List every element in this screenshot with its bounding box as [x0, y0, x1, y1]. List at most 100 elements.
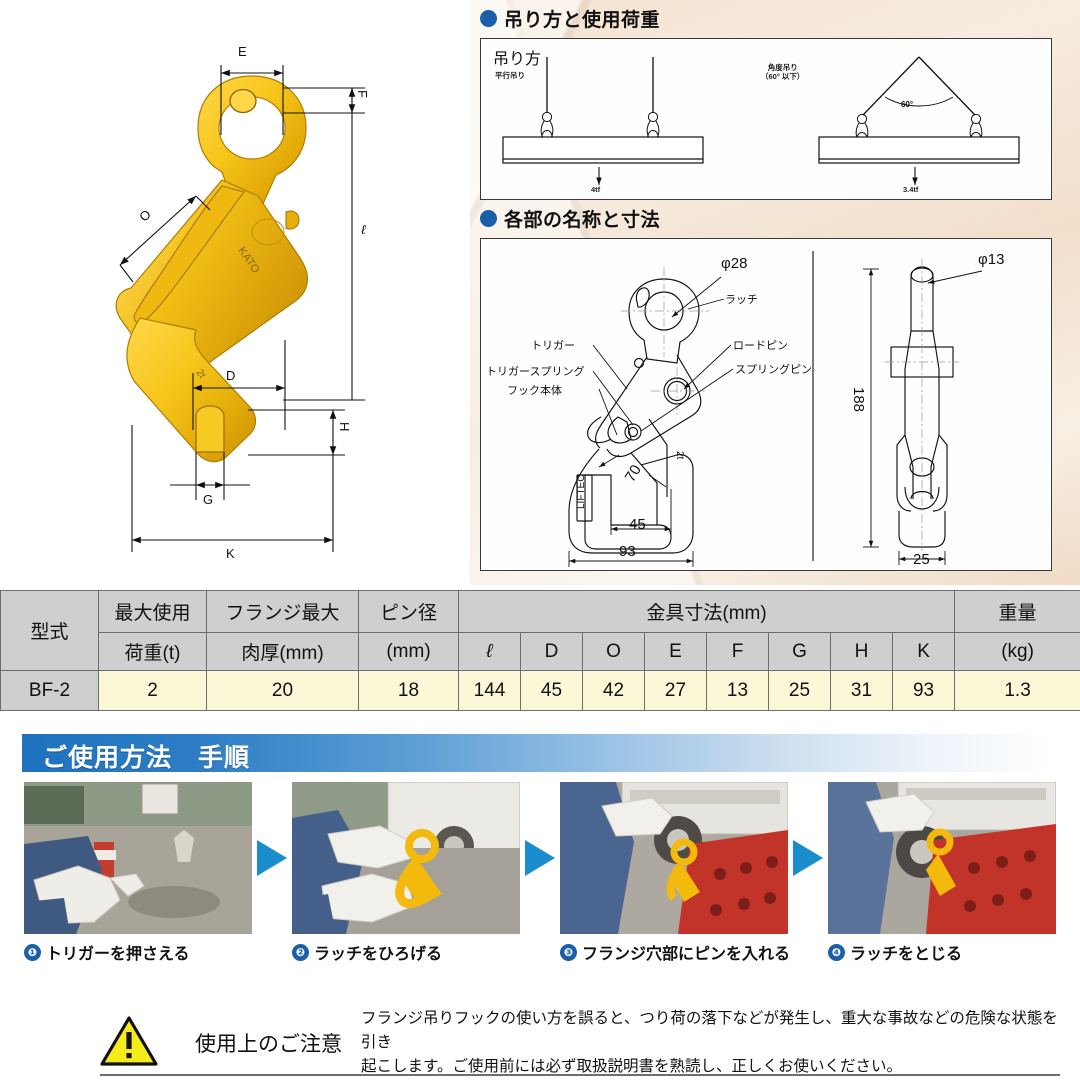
dimension-label-E: E — [238, 44, 247, 59]
part-label-trigger: トリガー — [531, 340, 575, 352]
dim-label-hole-dia: φ28 — [721, 255, 748, 272]
section-lifting-methods: 吊り方と使用荷重 吊り方 平行吊り 角度吊り （60° 以下） — [480, 5, 1070, 200]
spec-table: 型式 最大使用 フランジ最大 ピン径 金具寸法(mm) 重量 荷重(t) 肉厚(… — [0, 590, 1080, 711]
step-photo-1 — [24, 782, 252, 934]
hook-illustration: KATO 2t — [115, 75, 308, 463]
header-max-load-line2: 荷重(t) — [98, 632, 207, 671]
yellow-hook-step3 — [666, 838, 700, 902]
dimension-label-D: D — [226, 368, 236, 383]
step-arrow-2 — [520, 782, 560, 934]
caution-line-1: フランジ吊りフックの使い方を誤ると、つり荷の落下などが発生し、重大な事故などの危… — [361, 1009, 1058, 1051]
leader-lines — [568, 276, 734, 567]
cell-pin-diameter: 18 — [358, 670, 459, 711]
step-caption-4: ❹ ラッチをとじる — [828, 940, 962, 964]
lifting-diagram-box: 吊り方 平行吊り 角度吊り （60° 以下） — [480, 38, 1052, 200]
step-caption-3: ❸ フランジ穴部にピンを入れる — [560, 940, 828, 964]
beam-parallel — [502, 136, 704, 164]
step-number-2: ❷ — [292, 943, 309, 961]
part-label-load-pin: ロードピン — [733, 340, 788, 352]
liftec-brand-mark: LIFTEC — [576, 475, 587, 509]
cell-model: BF-2 — [0, 670, 99, 711]
header-weight-line2: (kg) — [954, 632, 1080, 671]
header-fitting-dimensions: 金具寸法(mm) — [457, 590, 956, 633]
header-model: 型式 — [0, 590, 99, 671]
cell-dim-G: 25 — [768, 670, 831, 711]
cell-dim-F: 13 — [706, 670, 769, 711]
top-section: KATO 2t — [0, 0, 1080, 585]
angle-value-label: 60° — [901, 100, 913, 109]
table-row: BF-2 2 20 18 144 45 42 27 13 25 31 93 1.… — [0, 670, 1080, 711]
parts-diagram-svg: LIFTEC 2t — [568, 251, 983, 567]
caution-divider — [100, 1074, 1060, 1076]
capacity-mark: 2t — [674, 451, 685, 460]
angle-lift-label-1: 角度吊り — [767, 63, 798, 72]
usage-banner: ご使用方法 手順 — [22, 734, 1057, 772]
header-flange-line2: 肉厚(mm) — [206, 632, 359, 671]
header-flange-line1: フランジ最大 — [206, 590, 359, 633]
bullet-icon — [480, 10, 497, 27]
table-header-row-1: 型式 最大使用 フランジ最大 ピン径 金具寸法(mm) 重量 — [0, 590, 1080, 671]
caution-section: 使用上のご注意 フランジ吊りフックの使い方を誤ると、つり荷の落下などが発生し、重… — [0, 1010, 1080, 1080]
dimension-label-K: K — [226, 546, 235, 561]
header-dim-K: K — [891, 632, 956, 671]
caution-line-2: 起こします。ご使用前には必ず取扱説明書を熟読し、正しくお使いください。 — [361, 1058, 902, 1076]
cell-dim-E: 27 — [644, 670, 707, 711]
step-caption-2: ❷ ラッチをひろげる — [292, 940, 560, 964]
angle-load-value: 3.4tf — [903, 185, 919, 194]
hook-photo-panel: KATO 2t — [0, 0, 470, 585]
parallel-load-value: 4tf — [591, 185, 601, 194]
step-caption-2-text: ラッチをひろげる — [314, 946, 443, 963]
cell-dim-K: 93 — [891, 670, 956, 711]
step-number-3: ❸ — [560, 943, 577, 961]
bullet-icon — [480, 210, 497, 227]
dimension-label-F: F — [355, 90, 370, 98]
yellow-hook-step4 — [926, 828, 956, 896]
header-weight-line1: 重量 — [954, 590, 1080, 633]
step-photo-2 — [292, 782, 520, 934]
lifting-diagram-svg: 60° — [502, 56, 1020, 185]
dim-label-45: 45 — [629, 516, 646, 533]
header-dim-E: E — [644, 632, 707, 671]
part-label-latch: ラッチ — [725, 294, 758, 306]
usage-step-photos — [24, 782, 1056, 934]
section-parts-title: 各部の名称と寸法 — [480, 205, 1070, 232]
usage-procedure-section: ご使用方法 手順 — [0, 726, 1080, 1016]
cell-flange-thickness: 20 — [206, 670, 359, 711]
header-dim-G: G — [768, 632, 831, 671]
usage-step-captions: ❶ トリガーを押さえる ❷ ラッチをひろげる ❸ フランジ穴部にピンを入れる ❹… — [24, 940, 1056, 964]
part-label-hook-body: フック本体 — [507, 385, 562, 397]
beam-angle — [818, 136, 1020, 164]
parallel-lift-label: 平行吊り — [495, 71, 525, 80]
cell-max-load: 2 — [98, 670, 207, 711]
header-pin-line2: (mm) — [358, 632, 459, 671]
yellow-hook-step2 — [395, 829, 442, 909]
header-dim-F: F — [706, 632, 769, 671]
step-caption-3-text: フランジ穴部にピンを入れる — [582, 946, 791, 963]
step-caption-4-text: ラッチをとじる — [850, 946, 963, 963]
dimension-label-H: H — [337, 422, 352, 432]
cell-dim-H: 31 — [830, 670, 893, 711]
header-pin-line1: ピン径 — [358, 590, 459, 633]
dimension-label-G: G — [203, 492, 214, 507]
parts-diagram-box: LIFTEC 2t — [480, 238, 1052, 571]
dim-label-pin-dia: φ13 — [978, 251, 1005, 268]
cell-dim-D: 45 — [520, 670, 583, 711]
dim-label-188: 188 — [850, 387, 867, 413]
step-arrow-1 — [252, 782, 292, 934]
dimension-label-l: ℓ — [356, 222, 371, 237]
section-lifting-title: 吊り方と使用荷重 — [480, 5, 1070, 32]
spec-table-wrapper: 型式 最大使用 フランジ最大 ピン径 金具寸法(mm) 重量 荷重(t) 肉厚(… — [0, 590, 1080, 711]
cell-weight: 1.3 — [954, 670, 1080, 711]
dim-label-25: 25 — [913, 551, 930, 568]
header-dim-l: ℓ — [458, 632, 521, 671]
cell-dim-O: 42 — [582, 670, 645, 711]
header-dim-O: O — [582, 632, 645, 671]
section-lifting-title-text: 吊り方と使用荷重 — [504, 10, 661, 31]
hook-dimension-drawing: KATO 2t — [115, 65, 365, 552]
part-label-trigger-spring: トリガースプリング — [486, 366, 585, 378]
step-number-1: ❶ — [24, 943, 41, 961]
lifting-subtitle: 吊り方 — [493, 51, 542, 68]
step-number-4: ❹ — [828, 943, 845, 961]
step-photo-3 — [560, 782, 788, 934]
